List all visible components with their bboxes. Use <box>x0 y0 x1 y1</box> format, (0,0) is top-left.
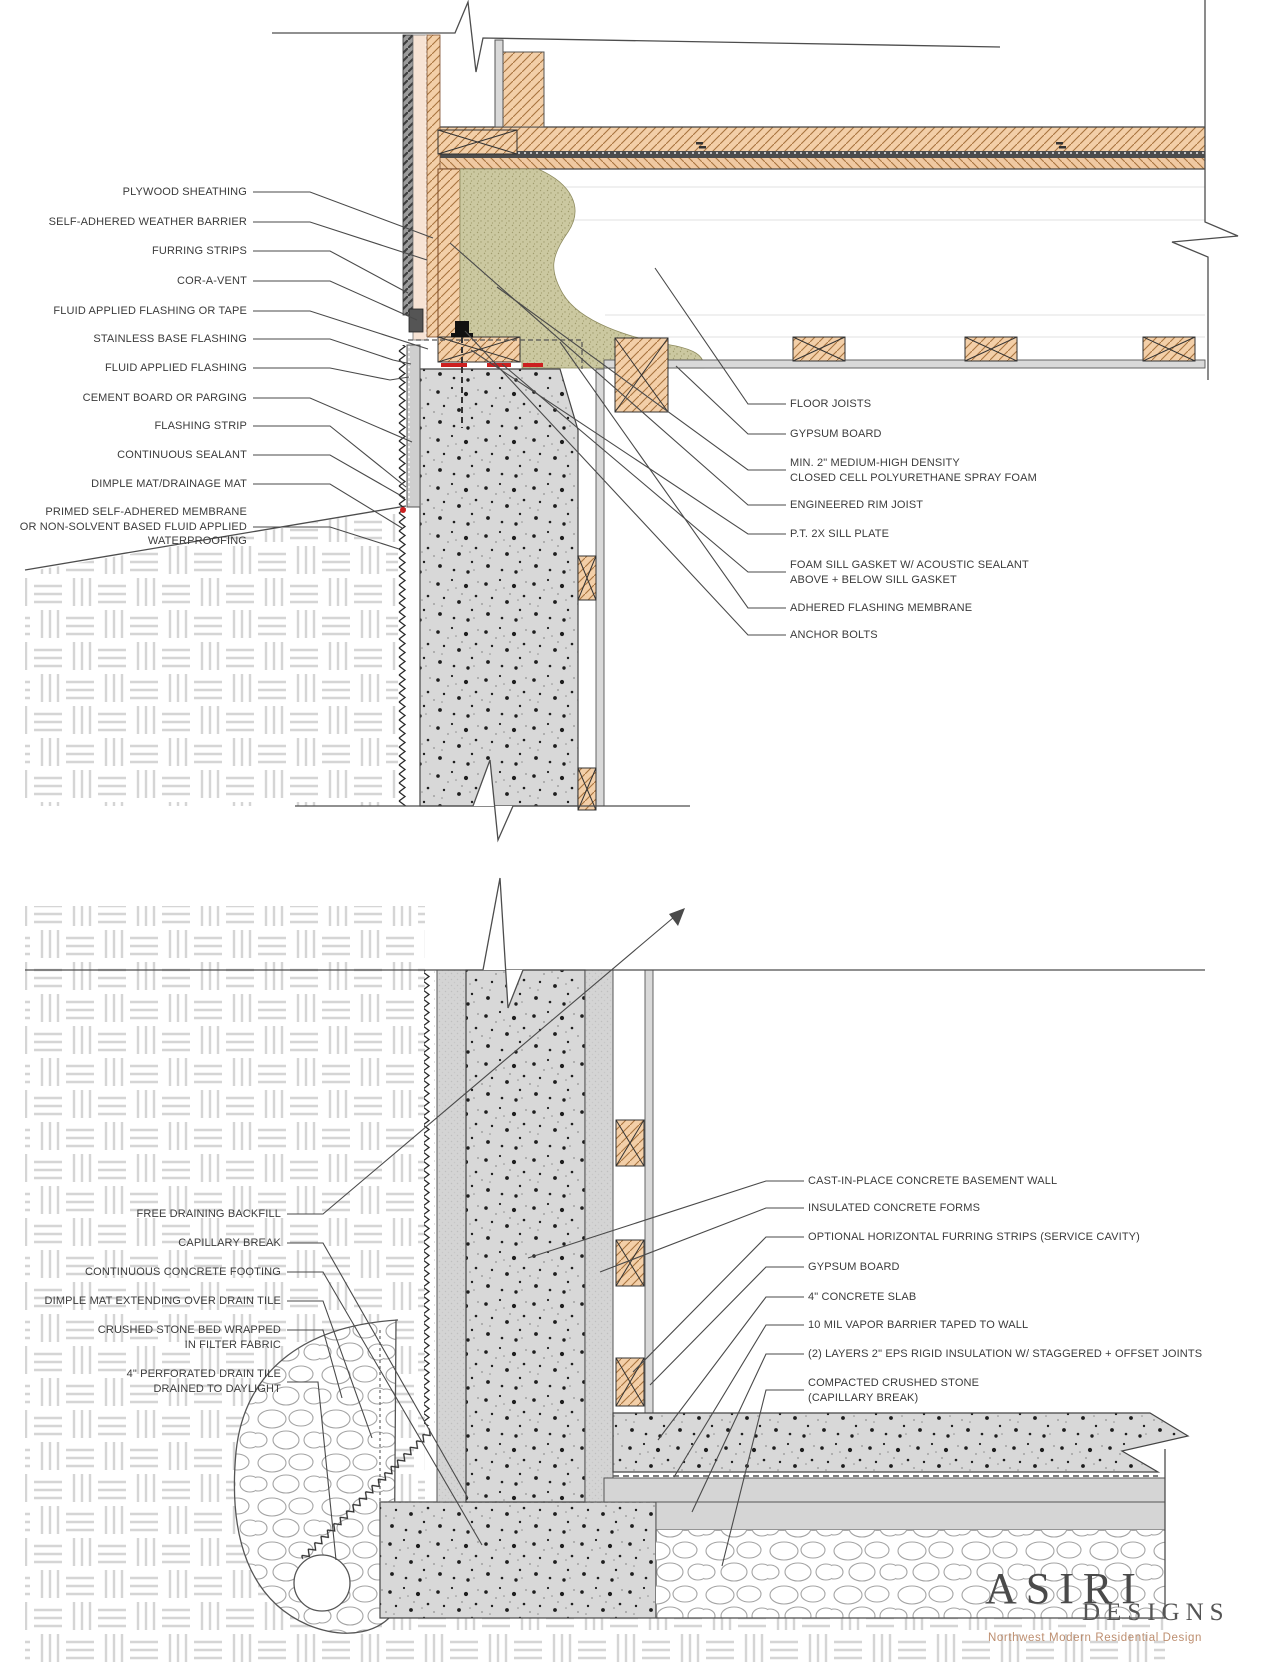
label-compacted-crushed-stone: COMPACTED CRUSHED STONE (CAPILLARY BREAK… <box>808 1377 980 1404</box>
label-anchor-bolts: ANCHOR BOLTS <box>790 629 878 641</box>
leader-lines-lower-left <box>287 911 681 1561</box>
label-gypsum-board-upper: GYPSUM BOARD <box>790 428 882 440</box>
label-4in-concrete-slab: 4" CONCRETE SLAB <box>808 1291 917 1303</box>
label-insulated-concrete-forms: INSULATED CONCRETE FORMS <box>808 1202 981 1214</box>
leader-lines-upper-right <box>449 242 786 636</box>
label-cast-in-place-concrete-wall: CAST-IN-PLACE CONCRETE BASEMENT WALL <box>808 1175 1058 1187</box>
label-fluid-applied-flashing-or-tape: FLUID APPLIED FLASHING OR TAPE <box>53 305 247 317</box>
label-flashing-strip: FLASHING STRIP <box>154 420 247 432</box>
leader-lines-upper-left <box>253 191 434 550</box>
label-capillary-break: CAPILLARY BREAK <box>178 1237 281 1249</box>
label-fluid-applied-flashing: FLUID APPLIED FLASHING <box>104 362 247 374</box>
label-continuous-concrete-footing: CONTINUOUS CONCRETE FOOTING <box>85 1266 281 1278</box>
label-plywood-sheathing: PLYWOOD SHEATHING <box>122 186 247 198</box>
label-gypsum-board-lower: GYPSUM BOARD <box>808 1261 900 1273</box>
label-crushed-stone-bed: CRUSHED STONE BED WRAPPED IN FILTER FABR… <box>97 1324 281 1351</box>
label-engineered-rim-joist: ENGINEERED RIM JOIST <box>790 499 924 511</box>
label-continuous-sealant: CONTINUOUS SEALANT <box>117 449 247 461</box>
label-floor-joists: FLOOR JOISTS <box>790 398 872 410</box>
label-10mil-vapor-barrier: 10 MIL VAPOR BARRIER TAPED TO WALL <box>808 1319 1029 1331</box>
label-dimple-mat-over-drain-tile: DIMPLE MAT EXTENDING OVER DRAIN TILE <box>44 1295 281 1307</box>
brand-tagline: Northwest Modern Residential Design <box>988 1632 1203 1644</box>
label-self-adhered-weather-barrier: SELF-ADHERED WEATHER BARRIER <box>48 216 247 228</box>
label-primed-self-adhered-membrane: PRIMED SELF-ADHERED MEMBRANE OR NON-SOLV… <box>19 506 247 547</box>
label-free-draining-backfill: FREE DRAINING BACKFILL <box>136 1208 281 1220</box>
label-closed-cell-spray-foam: MIN. 2" MEDIUM-HIGH DENSITY CLOSED CELL … <box>790 457 1037 484</box>
brand-logo-asiri: ASIRI <box>985 1564 1145 1613</box>
label-cor-a-vent: COR-A-VENT <box>177 275 247 287</box>
label-optional-horizontal-furring-strips: OPTIONAL HORIZONTAL FURRING STRIPS (SERV… <box>808 1231 1140 1243</box>
label-eps-rigid-insulation: (2) LAYERS 2" EPS RIGID INSULATION W/ ST… <box>808 1348 1203 1360</box>
label-adhered-flashing-membrane: ADHERED FLASHING MEMBRANE <box>790 602 973 614</box>
label-furring-strips: FURRING STRIPS <box>152 245 247 257</box>
leader-lines-lower-right <box>527 1180 804 1567</box>
brand-logo-designs: DESIGNS <box>1082 1599 1230 1626</box>
label-foam-sill-gasket: FOAM SILL GASKET W/ ACOUSTIC SEALANT ABO… <box>790 559 1029 586</box>
label-perforated-drain-tile: 4" PERFORATED DRAIN TILE DRAINED TO DAYL… <box>126 1368 281 1395</box>
label-pt-2x-sill-plate: P.T. 2X SILL PLATE <box>790 528 890 540</box>
label-dimple-mat-drainage-mat: DIMPLE MAT/DRAINAGE MAT <box>91 478 247 490</box>
label-stainless-base-flashing: STAINLESS BASE FLASHING <box>93 333 247 345</box>
label-cement-board-or-parging: CEMENT BOARD OR PARGING <box>82 392 247 404</box>
